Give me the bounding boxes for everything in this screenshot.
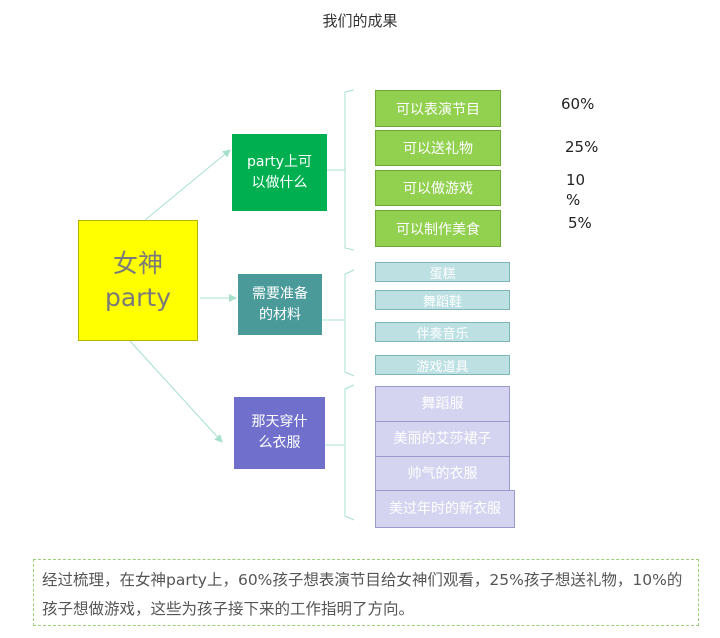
percentage-label: 5% [568, 214, 592, 232]
item-node: 舞蹈服 [375, 386, 510, 422]
arrow-to-branch-1 [144, 149, 231, 221]
root-label-line-1: 女神 [112, 248, 163, 278]
branch-label-line: 的材料 [259, 306, 301, 323]
root-label-line-2: party [104, 282, 172, 312]
branch-node-activities: party上可 以做什么 [232, 134, 327, 211]
branch-node-materials: 需要准备 的材料 [238, 274, 322, 335]
branch-label-line: 么衣服 [258, 435, 301, 451]
item-node: 可以送礼物 [375, 130, 501, 166]
item-node: 可以做游戏 [375, 170, 501, 206]
summary-note: 经过梳理，在女神party上，60%孩子想表演节目给女神们观看，25%孩子想送礼… [33, 559, 699, 626]
bracket-branch-3 [344, 384, 355, 521]
branch-label-line: 那天穿什 [251, 414, 308, 430]
bracket-branch-1 [344, 89, 355, 251]
branch-label-line: 需要准备 [252, 285, 308, 302]
item-node: 舞蹈鞋 [375, 290, 510, 310]
item-node: 美丽的艾莎裙子 [375, 421, 510, 457]
branch-label-line: party上可 [247, 153, 312, 170]
item-node: 蛋糕 [375, 262, 510, 282]
item-node: 美过年时的新衣服 [375, 490, 515, 528]
item-node: 可以表演节目 [375, 90, 501, 127]
percentage-label: 25% [565, 138, 599, 156]
diagram-title: 我们的成果 [322, 12, 398, 30]
root-node: 女神 party [78, 220, 198, 341]
percentage-label: 10 % [566, 171, 586, 209]
arrow-to-branch-3 [129, 340, 223, 443]
item-node: 帅气的衣服 [375, 456, 510, 492]
percentage-label: 60% [561, 95, 595, 113]
item-node: 游戏道具 [375, 355, 510, 375]
bracket-branch-2 [344, 269, 355, 377]
branch-label-line: 以做什么 [251, 174, 308, 191]
item-node: 可以制作美食 [375, 210, 501, 247]
item-node: 伴奏音乐 [375, 322, 510, 342]
branch-node-clothes: 那天穿什 么衣服 [234, 397, 325, 469]
